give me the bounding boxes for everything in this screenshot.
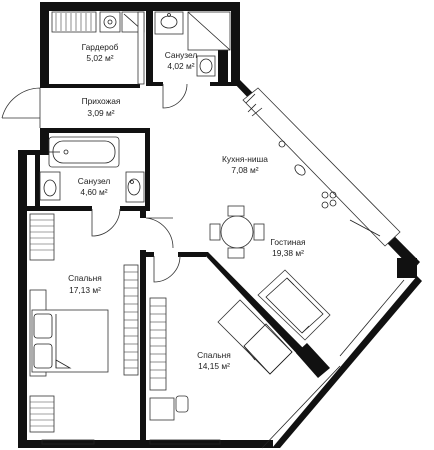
furniture (29, 11, 405, 449)
room-label-kitchen: Кухня-ниша 7,08 м² (222, 154, 268, 175)
windows (41, 279, 405, 449)
room-name: Санузел (165, 50, 198, 60)
wardrobe-rack (51, 11, 145, 85)
room-name: Спальня (197, 350, 231, 360)
inner-walls (27, 2, 330, 440)
room-label-hallway: Прихожая 3,09 м² (82, 96, 121, 118)
kitchen-counter (242, 87, 401, 247)
room-label-bath-mid: Санузел 4,60 м² (78, 176, 111, 197)
room-name: Спальня (68, 273, 102, 283)
room-label-wardrobe: Гардероб 5,02 м² (82, 42, 119, 63)
room-area: 7,08 м² (231, 165, 258, 175)
room-area: 3,09 м² (87, 108, 114, 118)
room-area: 4,02 м² (167, 61, 194, 71)
room-area: 5,02 м² (86, 53, 113, 63)
room-name: Прихожая (82, 96, 121, 106)
bath-top-fixtures (154, 11, 231, 77)
dining-set (209, 205, 265, 259)
room-name: Гостиная (270, 237, 305, 247)
room-label-bedroom-left: Спальня 17,13 м² (68, 273, 102, 295)
bedroom-right-furniture (149, 297, 293, 421)
bath-mid-fixtures (39, 136, 145, 203)
room-area: 4,60 м² (80, 187, 107, 197)
room-area: 19,38 м² (272, 248, 304, 258)
room-name: Кухня-ниша (222, 154, 268, 164)
room-name: Санузел (78, 176, 111, 186)
sofa (257, 269, 331, 341)
room-label-living: Гостиная 19,38 м² (270, 237, 305, 258)
bedroom-left-furniture (29, 213, 139, 433)
doors (1, 83, 188, 283)
room-labels: Гардероб 5,02 м² Санузел 4,02 м² Прихожа… (68, 42, 305, 371)
room-label-bedroom-right: Спальня 14,15 м² (197, 350, 231, 371)
room-label-bath-top: Санузел 4,02 м² (165, 50, 198, 71)
room-area: 17,13 м² (69, 285, 101, 295)
room-name: Гардероб (82, 42, 119, 52)
room-area: 14,15 м² (198, 361, 230, 371)
